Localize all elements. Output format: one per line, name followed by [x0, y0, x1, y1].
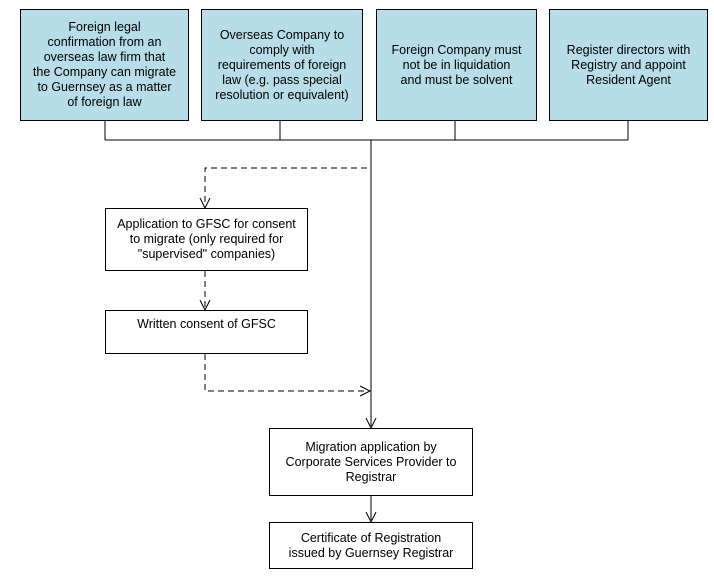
gfsc-application-box: Application to GFSC for consent to migra…	[105, 208, 308, 271]
certificate-box: Certificate of Registration issued by Gu…	[269, 522, 473, 569]
requirement-box-foreign-law: Overseas Company to comply with requirem…	[201, 9, 363, 121]
requirement-text: Register directors with Registry and app…	[566, 42, 691, 87]
requirement-text: Foreign legal confirmation from an overs…	[32, 20, 177, 109]
dashed-branch-to-gfsc	[204, 167, 367, 206]
dashed-return-to-main	[204, 354, 368, 392]
requirement-box-legal-confirmation: Foreign legal confirmation from an overs…	[20, 9, 189, 121]
requirement-text: Overseas Company to comply with requirem…	[215, 27, 349, 102]
migration-application-box: Migration application by Corporate Servi…	[269, 428, 473, 496]
certificate-text: Certificate of Registration issued by Gu…	[288, 530, 454, 560]
gfsc-application-text: Application to GFSC for consent to migra…	[117, 217, 296, 261]
requirement-text: Foreign Company must not be in liquidati…	[391, 42, 522, 87]
migration-application-text: Migration application by Corporate Servi…	[285, 439, 457, 484]
dashed-return-arrowhead	[359, 385, 372, 397]
gfsc-consent-box: Written consent of GFSC	[105, 310, 308, 354]
gfsc-consent-text: Written consent of GFSC	[137, 317, 276, 331]
requirement-box-solvency: Foreign Company must not be in liquidati…	[376, 9, 537, 121]
requirement-box-register-directors: Register directors with Registry and app…	[549, 9, 708, 121]
